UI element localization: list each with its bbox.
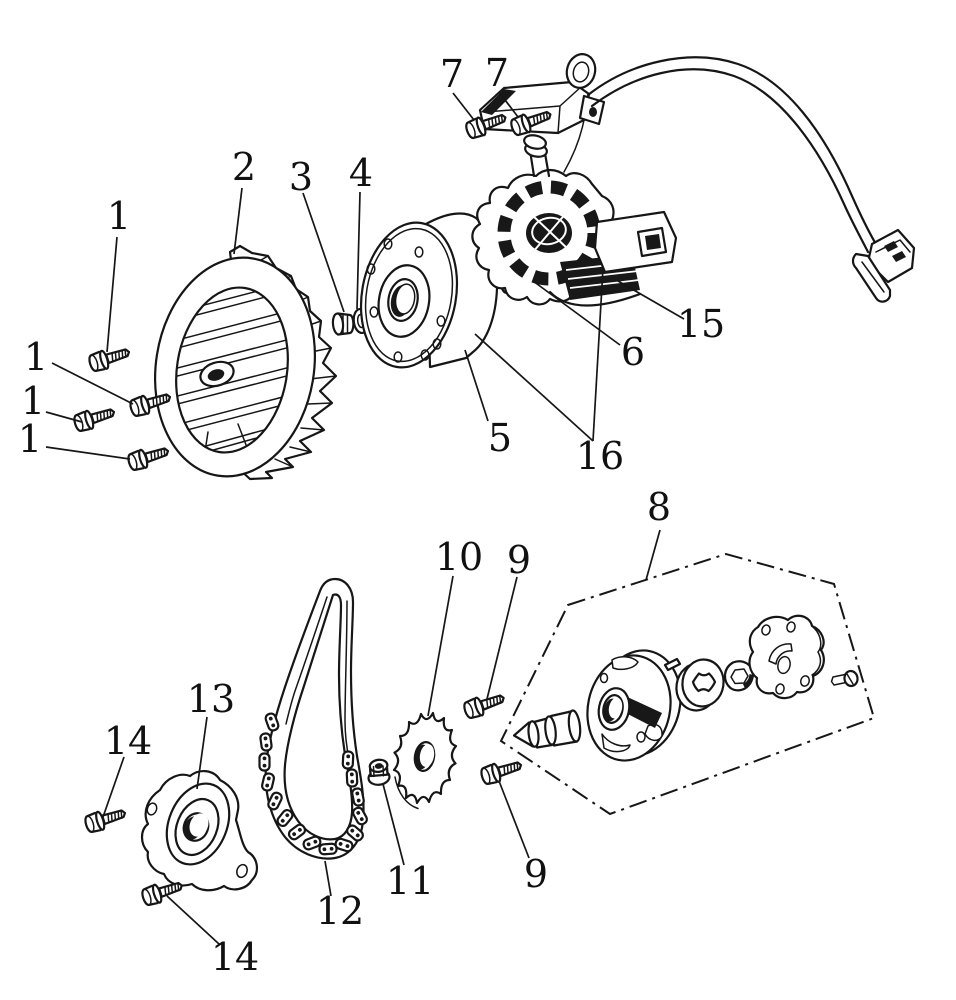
leader-line-9b [498, 780, 530, 859]
callout-label-8: 8 [647, 485, 671, 529]
harness-connector [866, 228, 916, 284]
pump-drive-chain [258, 577, 370, 860]
pump-sprocket [392, 711, 458, 810]
leader-line-1d [45, 446, 131, 460]
leader-line-16-1 [474, 333, 594, 442]
callout-label-13: 13 [187, 677, 235, 721]
callout-label-1b: 1 [24, 335, 48, 379]
harness-terminal [851, 252, 892, 303]
oil-pump-body [586, 649, 682, 762]
oil-pump-assembly [499, 552, 876, 816]
callout-label-14a: 14 [104, 719, 152, 763]
callout-label-10: 10 [435, 535, 483, 579]
cover-screw [830, 669, 859, 688]
leader-line-7a [452, 92, 475, 121]
bolt-9a [461, 688, 508, 722]
leader-line-15 [617, 280, 685, 320]
oil-pump-check-valve [512, 709, 582, 749]
exploded-view-artwork [71, 53, 916, 909]
callout-label-7b: 7 [485, 51, 509, 95]
callout-label-9a: 9 [507, 538, 531, 582]
grommet-loop [565, 53, 597, 89]
callout-label-11: 11 [386, 859, 434, 903]
leader-line-1b [51, 362, 134, 405]
callout-label-14b: 14 [211, 935, 259, 979]
leader-line-2 [233, 187, 243, 255]
stator-terminal-block [593, 210, 678, 274]
leader-line-7b [498, 91, 519, 118]
assembly-boundary [499, 552, 876, 816]
leader-line-9a [486, 576, 518, 700]
leader-line-4 [356, 191, 361, 310]
leader-line-13 [196, 716, 208, 790]
callout-label-1c: 1 [21, 379, 45, 423]
bolt-1a [86, 342, 133, 375]
callout-label-15: 15 [677, 302, 725, 346]
magneto-rotor [359, 212, 499, 369]
stator-assembly [471, 53, 916, 307]
pump-cover-plate [748, 614, 825, 700]
wiring-harness [586, 56, 879, 254]
bolt-9b [478, 755, 525, 788]
stator-windings-ring [497, 180, 601, 286]
callout-label-4: 4 [349, 151, 373, 195]
leader-line-16 [592, 267, 604, 442]
bolt-1c [71, 402, 118, 435]
rotor-face-holes [366, 238, 446, 363]
callout-label-6: 6 [621, 330, 645, 374]
callout-label-1d: 1 [18, 417, 42, 461]
leader-line-10 [427, 575, 454, 717]
callout-label-16: 16 [576, 434, 624, 478]
callout-label-5: 5 [488, 416, 512, 460]
fan-hub-bore [207, 369, 225, 381]
pump-inner-rotor [723, 660, 755, 692]
callout-label-2: 2 [232, 145, 256, 189]
leader-line-12 [324, 860, 332, 897]
leader-line-11 [382, 783, 405, 866]
leader-line-3 [302, 192, 345, 313]
callout-label-9b: 9 [524, 852, 548, 896]
leader-line-8 [645, 529, 661, 581]
leader-line-14b [166, 895, 220, 945]
pickup-coil [478, 80, 606, 173]
callout-label-3: 3 [289, 155, 313, 199]
pump-outer-rotor [675, 658, 725, 712]
leader-line-1c [45, 411, 83, 423]
leader-line-14a [102, 756, 125, 818]
dowel-pin [663, 657, 682, 672]
sprocket-nut [367, 758, 391, 786]
leader-line-6 [532, 280, 621, 346]
callout-label-12: 12 [316, 889, 364, 933]
leader-line-5 [464, 349, 489, 422]
callout-label-1a: 1 [107, 194, 131, 238]
cooling-fan-wheel [153, 244, 338, 481]
bolt-1d [125, 441, 172, 474]
callout-label-7a: 7 [440, 52, 464, 96]
oil-pump-cover [140, 770, 258, 892]
leader-line-1a [106, 236, 118, 353]
